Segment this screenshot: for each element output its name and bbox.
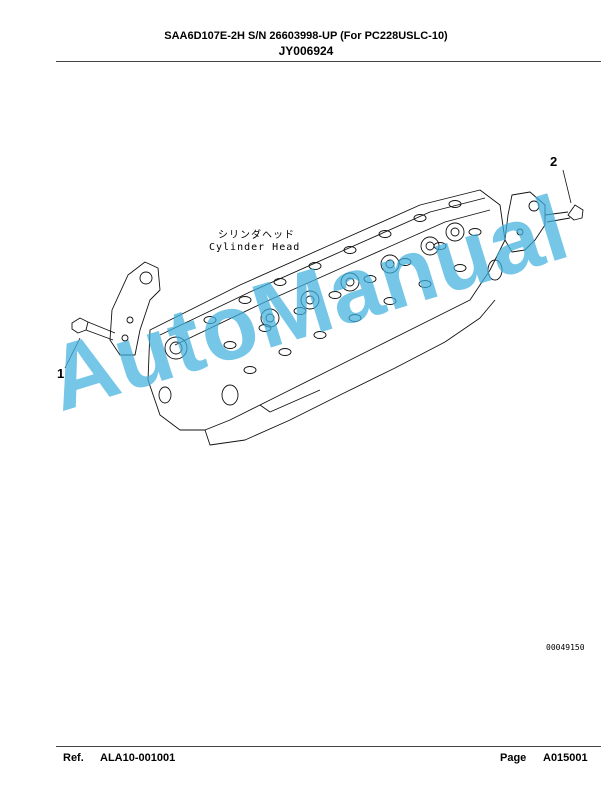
header-divider xyxy=(56,61,601,62)
right-lifting-bracket xyxy=(504,191,546,253)
footer-page-value: A015001 xyxy=(543,752,588,764)
footer-page-label: Page xyxy=(500,752,527,764)
bolt-1 xyxy=(71,317,89,334)
header-model-line: SAA6D107E-2H S/N 26603998-UP (For PC228U… xyxy=(164,30,448,42)
illustration-code: 00049150 xyxy=(546,643,585,652)
callout-1: 1 xyxy=(57,366,65,381)
footer-ref-value: ALA10-001001 xyxy=(100,752,176,764)
left-lifting-bracket xyxy=(109,261,161,356)
label-english: Cylinder Head xyxy=(209,242,301,253)
label-japanese: シリンダヘッド xyxy=(218,230,295,241)
bolt-2 xyxy=(567,204,584,221)
footer-divider xyxy=(56,746,601,747)
callout-2: 2 xyxy=(550,154,558,169)
header-group-code: JY006924 xyxy=(278,44,334,58)
cylinder-head-body xyxy=(147,189,506,431)
footer-ref-label: Ref. xyxy=(63,752,84,764)
